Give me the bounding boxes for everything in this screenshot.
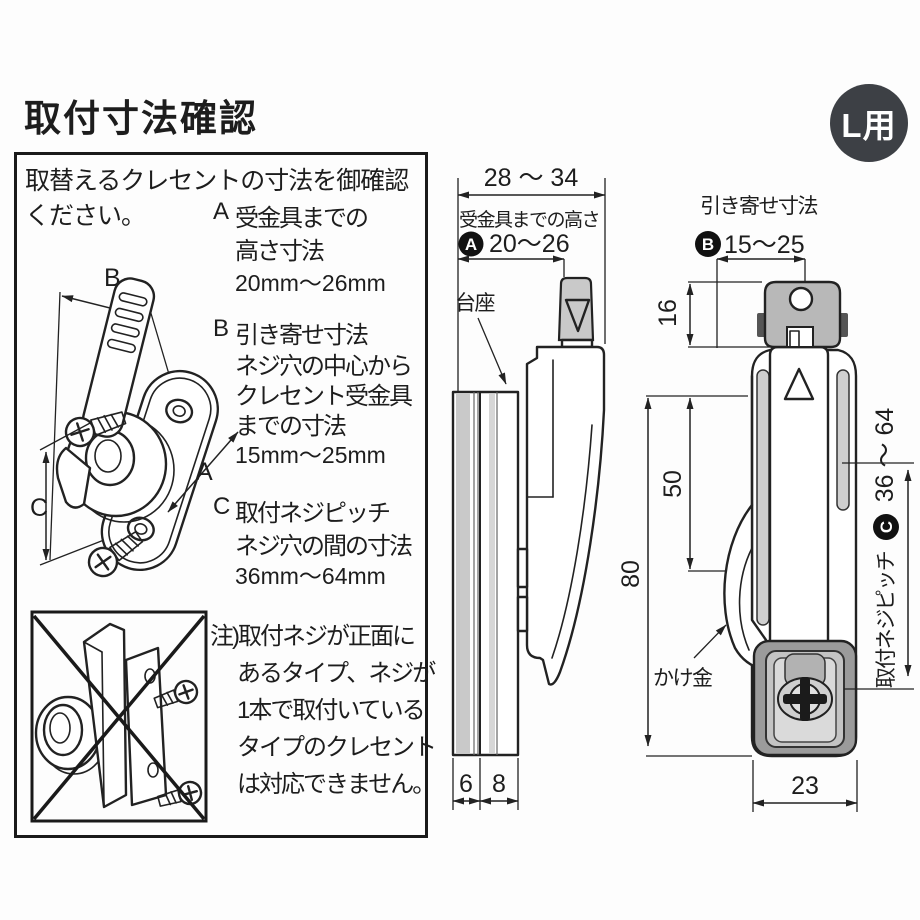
front-view: 引き寄せ寸法 B 15〜25 16 50 80: [617, 195, 914, 812]
screw-icon: [156, 780, 203, 807]
intro-line: ください。: [25, 202, 146, 230]
badge-b-icon: [695, 231, 721, 257]
lever-column: [768, 345, 830, 647]
screw-icon: [87, 531, 144, 578]
section-c-range: 36mm〜64mm: [235, 563, 386, 589]
base-label: 台座: [455, 292, 494, 315]
keeper-hole: [788, 286, 814, 312]
height-range: 20〜26: [489, 230, 570, 258]
intro-line: 取替えるクレセントの寸法を御確認: [25, 167, 409, 195]
keeper-cap: [557, 276, 595, 349]
section-a-key: A: [213, 198, 229, 225]
dim-8: 8: [492, 770, 506, 798]
section-c-text: 取付ネジピッチ: [235, 500, 391, 527]
section-a-text: 受金具までの: [235, 205, 369, 232]
base-band: [489, 394, 495, 753]
keeper-bracket: [757, 280, 848, 349]
badge-a-icon: [458, 231, 484, 257]
triangle-mark-icon: [783, 367, 815, 401]
dim-c-label: C: [30, 494, 48, 522]
crescent-profile: [516, 345, 606, 686]
note-line: は対応できません。: [237, 771, 436, 798]
dimension-info-box: 取替えるクレセントの寸法を御確認 ください。 A 受金具までの 高さ寸法 20m…: [14, 152, 437, 838]
technical-drawing: 28 〜 34 受金具までの高さ A 20〜26 台座: [451, 164, 914, 812]
section-c-text: ネジ穴の間の寸法: [235, 533, 413, 560]
lever-handle: [81, 277, 156, 438]
badge-a-letter: A: [465, 235, 477, 254]
keeper-tab: [839, 313, 848, 337]
section-b-text: クレセント受金具: [235, 383, 413, 410]
dim-16: 16: [654, 299, 682, 327]
screw-icon: [153, 679, 199, 709]
pitch-range: 36 〜 64: [871, 408, 899, 503]
page-title: 取付寸法確認: [24, 98, 258, 139]
note-line: 1本で取付いている: [237, 697, 426, 724]
pull-range: 15〜25: [724, 231, 805, 259]
section-b-text: 引き寄せ寸法: [235, 322, 369, 349]
hook-label: かけ金: [653, 667, 713, 690]
pitch-dimension: 取付ネジピッチ C 36 〜 64: [842, 408, 914, 690]
glass-band: [456, 394, 470, 753]
screw-block: [752, 639, 858, 757]
section-b-range: 15mm〜25mm: [235, 442, 386, 468]
cross-out-line: [32, 614, 206, 821]
height-to-keeper-label: 受金具までの高さ: [459, 209, 599, 231]
side-channel: [836, 369, 850, 511]
section-b-text: ネジ穴の中心から: [235, 353, 413, 380]
badge-c-icon: [873, 514, 899, 540]
section-b-text: までの寸法: [235, 413, 347, 440]
section-b-key: B: [213, 315, 229, 342]
note-line: あるタイプ、ネジが: [237, 660, 436, 687]
depth-dimension: 28 〜 34: [484, 164, 579, 192]
note-line: 注)取付ネジが正面に: [210, 623, 416, 650]
keeper-tab: [757, 313, 766, 337]
dim-80: 80: [617, 560, 645, 588]
dim-50: 50: [659, 470, 687, 498]
section-a-text: 高さ寸法: [235, 238, 325, 265]
phillips-screw-icon: [777, 677, 833, 721]
base-strip: [451, 390, 520, 757]
dim-23: 23: [791, 772, 819, 800]
triangle-mark-icon: [564, 298, 591, 333]
badge-c-letter: C: [877, 521, 896, 533]
keeper-notch: [786, 326, 814, 348]
pitch-label: 取付ネジピッチ: [875, 551, 898, 688]
knob: [34, 695, 102, 771]
badge-b-letter: B: [702, 235, 714, 254]
section-a-range: 20mm〜26mm: [235, 270, 386, 296]
size-badge: L用: [830, 84, 908, 162]
dim-6: 6: [459, 770, 473, 798]
pull-dimension-label: 引き寄せ寸法: [700, 195, 817, 218]
side-channel: [756, 369, 770, 626]
isometric-crescent-drawing: B: [30, 264, 239, 578]
hook-tab: [55, 446, 92, 509]
side-view: 28 〜 34 受金具までの高さ A 20〜26 台座: [451, 164, 606, 810]
note-line: タイプのクレセント: [237, 734, 437, 761]
incompatible-type-drawing: [30, 610, 208, 823]
dim-a-label: A: [196, 458, 213, 486]
